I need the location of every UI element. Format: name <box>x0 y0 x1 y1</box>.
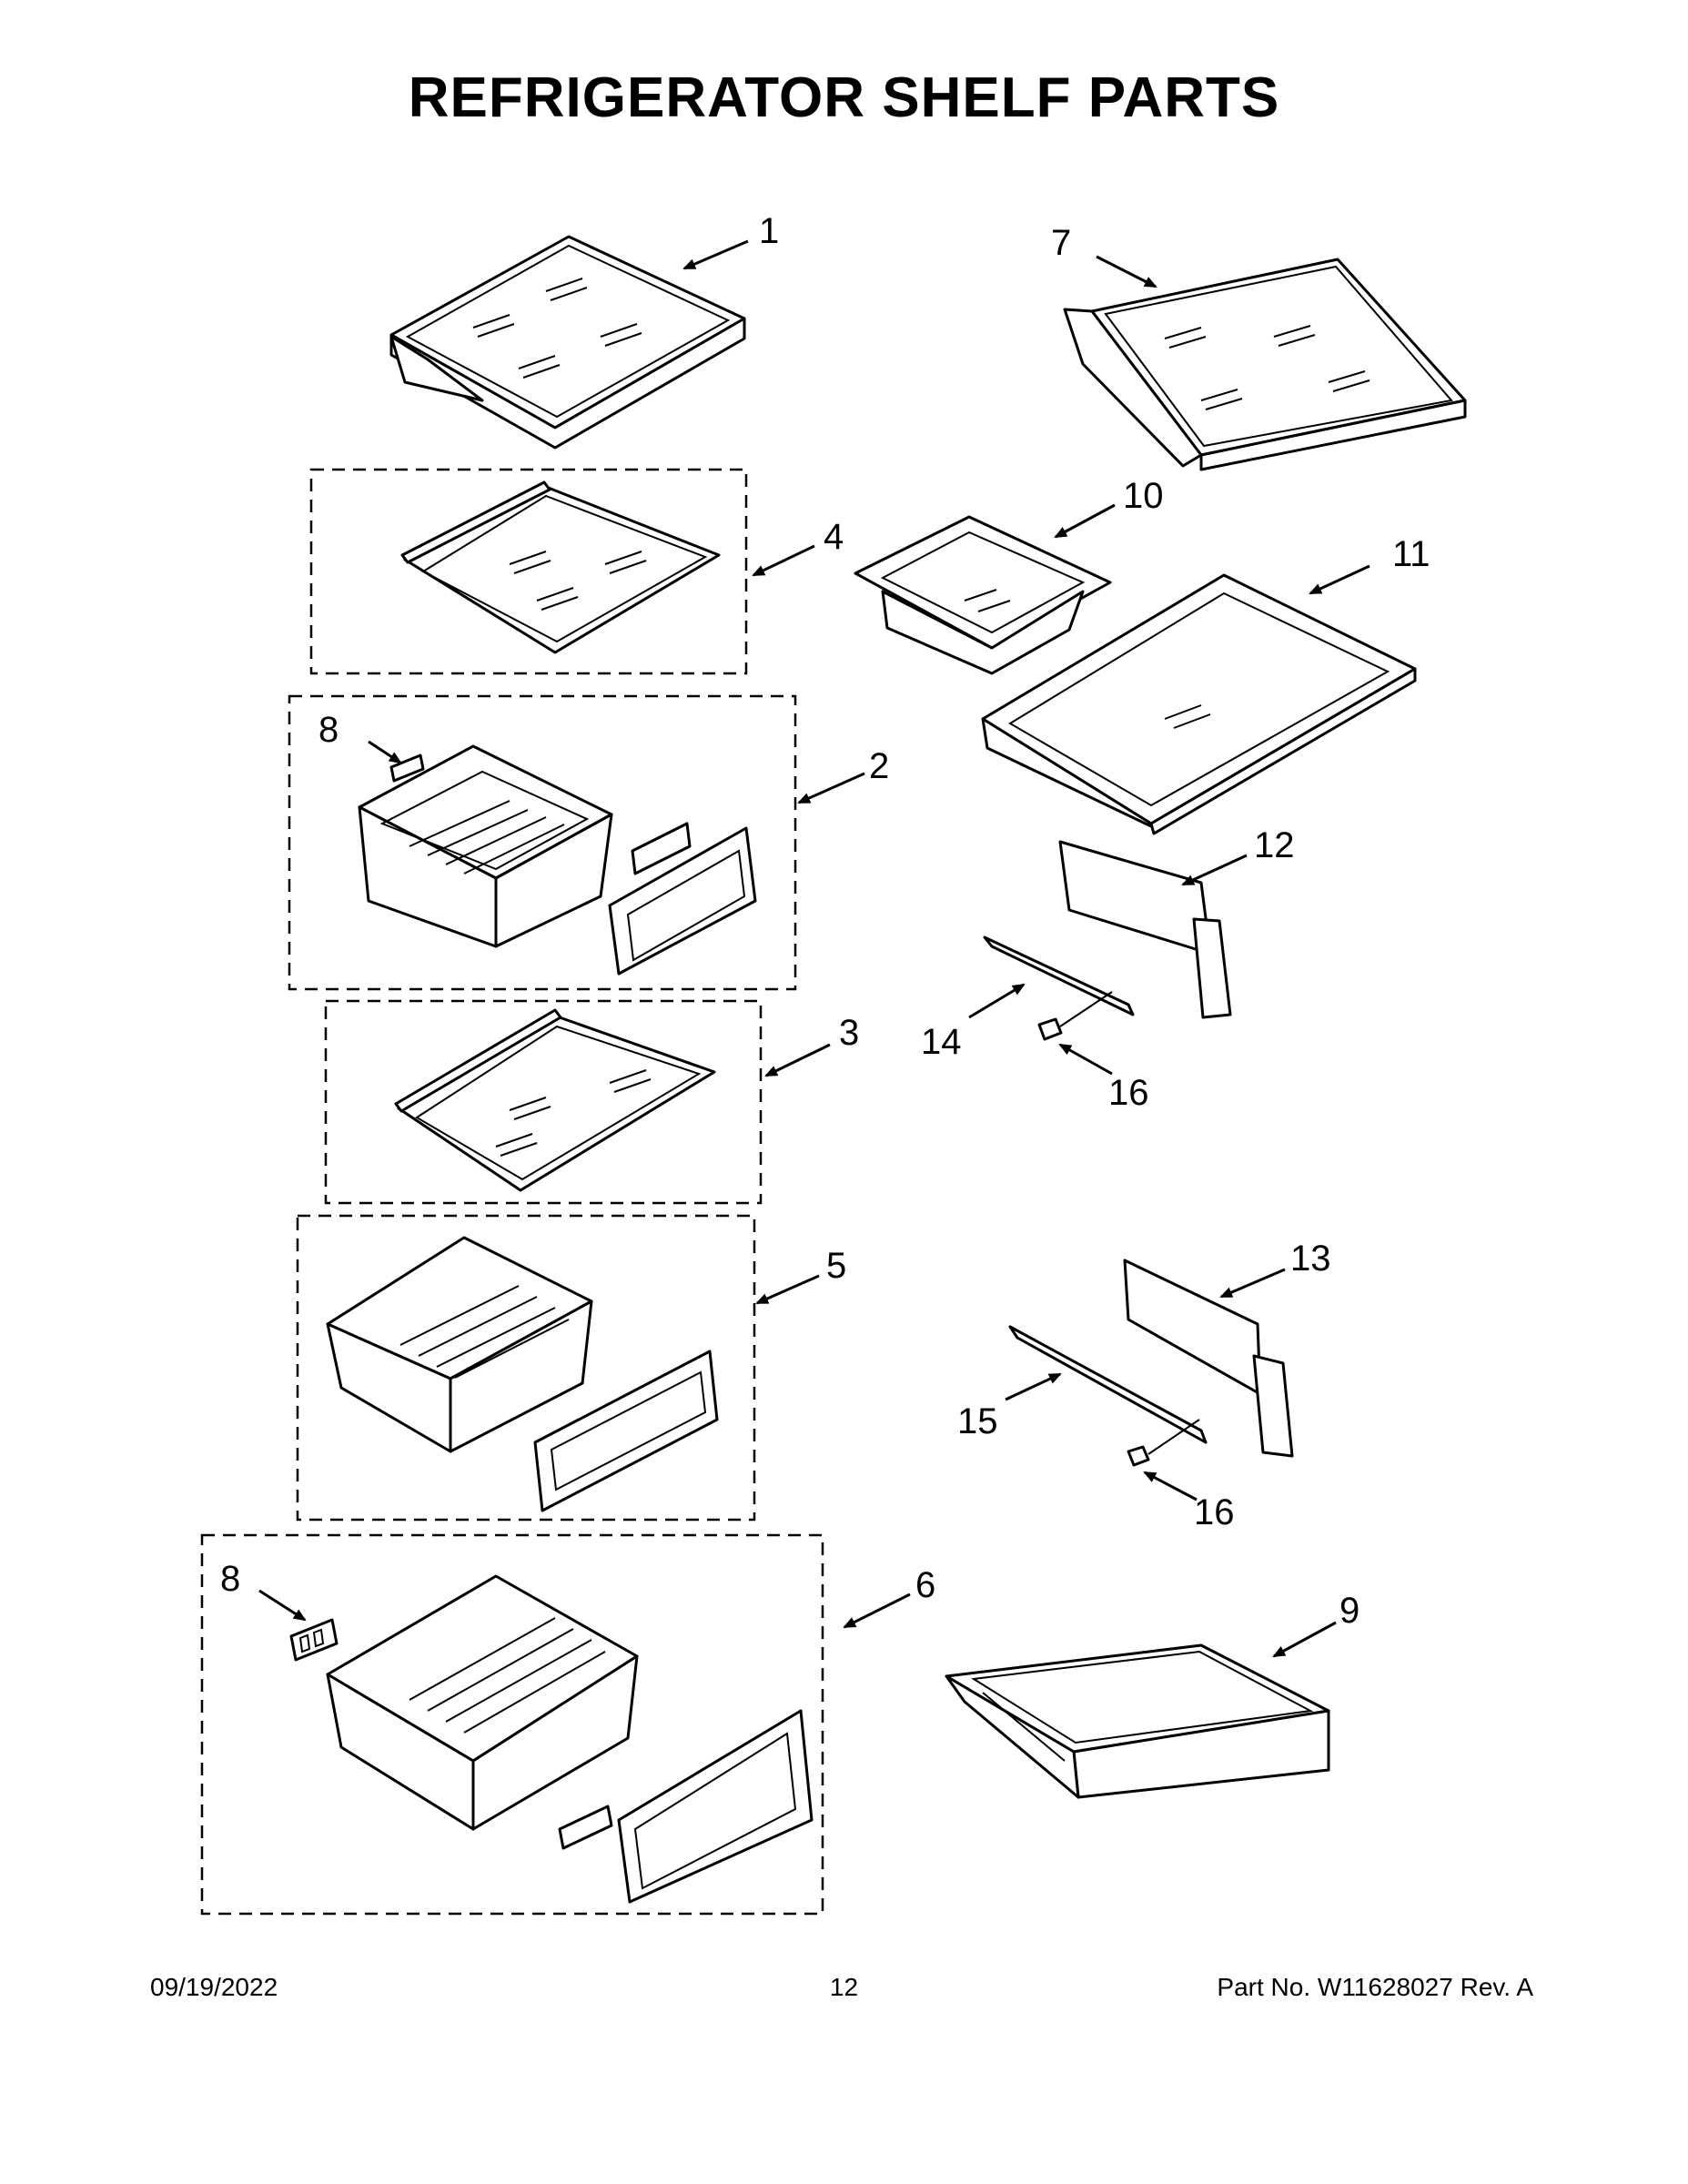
leader-16-lower <box>1143 1471 1198 1502</box>
part-8-clip-upper <box>389 753 425 783</box>
callout-3: 3 <box>839 1013 859 1053</box>
callout-16-upper: 16 <box>1108 1073 1149 1113</box>
footer-part-number: Part No. W11628027 Rev. A <box>1217 1973 1533 2001</box>
callout-13: 13 <box>1290 1239 1331 1279</box>
callout-7: 7 <box>1051 223 1071 263</box>
footer-date: 09/19/2022 <box>150 1973 278 2001</box>
part-1-glass-shelf <box>389 235 746 450</box>
callout-8-lower: 8 <box>220 1559 240 1599</box>
part-11-large-tray <box>981 573 1417 835</box>
leader-11 <box>1309 564 1370 595</box>
callout-4: 4 <box>824 517 844 557</box>
leader-14 <box>968 983 1026 1019</box>
group-box-2 <box>288 694 797 991</box>
part-12-drawer-bracket <box>1058 840 1232 1019</box>
part-9-sliding-tray <box>945 1643 1330 1799</box>
group-box-3 <box>324 999 763 1205</box>
part-15-slide-rail <box>1008 1325 1208 1444</box>
callout-14: 14 <box>921 1022 962 1062</box>
part-13-drawer-bracket <box>1123 1259 1294 1458</box>
part-10-small-tray <box>854 515 1112 675</box>
part-16-screw-upper <box>1037 991 1113 1041</box>
leader-1 <box>682 239 749 270</box>
leader-8-lower <box>258 1589 307 1622</box>
leader-5 <box>755 1274 820 1305</box>
callout-12: 12 <box>1254 825 1295 865</box>
leader-13 <box>1219 1268 1286 1299</box>
part-5-deli-drawer <box>326 1236 719 1512</box>
callout-16-lower: 16 <box>1194 1492 1235 1532</box>
group-box-5 <box>296 1214 756 1522</box>
callout-8-upper: 8 <box>318 710 339 750</box>
part-16-screw-lower <box>1127 1419 1200 1467</box>
part-2-crisper-drawer <box>358 744 757 976</box>
part-4-glass-shelf <box>400 480 721 654</box>
footer-page-number: 12 <box>829 1973 859 2001</box>
part-6-crisper-drawer <box>326 1574 814 1904</box>
leader-6 <box>843 1592 911 1629</box>
callout-11: 11 <box>1392 534 1430 574</box>
part-14-slide-rail <box>983 935 1135 1016</box>
page-title: REFRIGERATOR SHELF PARTS <box>408 66 1280 129</box>
callout-5: 5 <box>826 1246 846 1286</box>
callout-15: 15 <box>957 1401 998 1441</box>
leader-7 <box>1096 255 1157 288</box>
callout-10: 10 <box>1123 476 1164 516</box>
leader-2 <box>797 772 865 804</box>
callout-9: 9 <box>1339 1591 1359 1631</box>
leader-15 <box>1005 1372 1062 1401</box>
callout-1: 1 <box>759 211 779 251</box>
part-3-glass-shelf <box>394 1008 716 1192</box>
leader-4 <box>752 544 815 577</box>
group-box-4 <box>309 468 748 675</box>
leader-9 <box>1272 1621 1337 1658</box>
leader-10 <box>1054 503 1116 539</box>
leader-12 <box>1181 854 1248 886</box>
callout-6: 6 <box>915 1565 935 1605</box>
part-8-clip-lower <box>289 1618 339 1662</box>
leader-16-upper <box>1058 1043 1113 1076</box>
leader-8-upper <box>368 740 402 764</box>
callout-2: 2 <box>869 746 889 786</box>
leader-3 <box>764 1043 831 1077</box>
part-7-cantilever-shelf <box>1063 258 1467 471</box>
group-box-6 <box>200 1533 824 1916</box>
